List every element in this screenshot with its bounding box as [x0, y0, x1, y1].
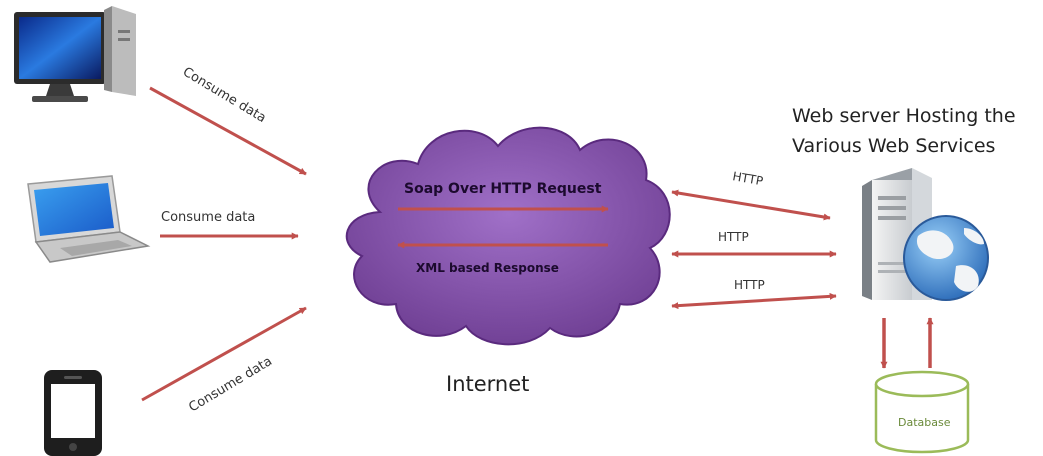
- desktop-to-cloud-arrow: [149, 86, 307, 176]
- internet-cloud: [345, 126, 671, 346]
- xml-response-label: XML based Response: [416, 261, 559, 275]
- internet-caption: Internet: [446, 372, 529, 396]
- phone-consume-label: Consume data: [186, 354, 275, 415]
- http-label-1: HTTP: [731, 169, 764, 188]
- laptop-consume-label: Consume data: [161, 210, 255, 225]
- server-title-line2: Various Web Services: [792, 135, 995, 157]
- soap-request-label: Soap Over HTTP Request: [404, 181, 602, 197]
- http-arrow-3: [671, 292, 837, 310]
- server-title-line1: Web server Hosting the: [792, 105, 1016, 127]
- database-icon: [874, 370, 970, 454]
- database-label: Database: [898, 416, 951, 429]
- http-label-3: HTTP: [734, 278, 765, 292]
- mobile-phone-icon: [44, 370, 102, 456]
- phone-to-cloud-arrow: [141, 306, 307, 402]
- desktop-consume-label: Consume data: [180, 65, 269, 126]
- http-label-2: HTTP: [718, 230, 749, 244]
- desktop-computer-icon: [14, 6, 136, 102]
- laptop-icon: [27, 175, 151, 263]
- http-arrow-1: [671, 189, 831, 221]
- globe-icon: [903, 215, 989, 301]
- server-icon: [862, 168, 932, 300]
